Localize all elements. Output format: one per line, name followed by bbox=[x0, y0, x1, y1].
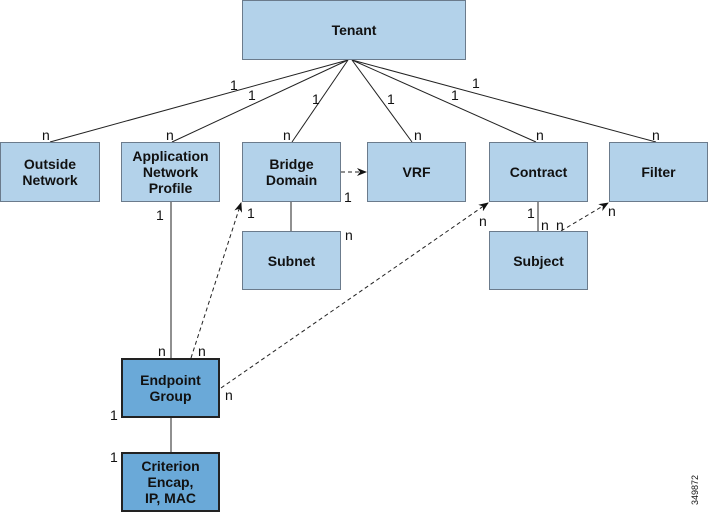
subnet-node: Subnet bbox=[242, 231, 341, 290]
criterion-node: Criterion Encap, IP, MAC bbox=[121, 452, 220, 512]
cardinality-label: n bbox=[158, 343, 166, 359]
cardinality-label: n bbox=[541, 217, 549, 233]
subject-node: Subject bbox=[489, 231, 588, 290]
cardinality-label: 1 bbox=[472, 75, 480, 91]
cardinality-label: n bbox=[198, 343, 206, 359]
cardinality-label: 1 bbox=[247, 205, 255, 221]
outside-network-node: Outside Network bbox=[0, 142, 100, 202]
cardinality-label: n bbox=[414, 127, 422, 143]
cardinality-label: n bbox=[283, 127, 291, 143]
filter-node: Filter bbox=[609, 142, 708, 202]
cardinality-label: 1 bbox=[312, 91, 320, 107]
cardinality-label: 1 bbox=[387, 91, 395, 107]
tenant-node: Tenant bbox=[242, 0, 466, 60]
cardinality-label: n bbox=[479, 213, 487, 229]
dashed-epg-contract bbox=[220, 202, 489, 389]
cardinality-label: n bbox=[608, 203, 616, 219]
line-tenant-filter bbox=[351, 59, 657, 143]
cardinality-label: 1 bbox=[230, 77, 238, 93]
cardinality-label: 1 bbox=[527, 205, 535, 221]
cardinality-label: n bbox=[345, 227, 353, 243]
cardinality-label: n bbox=[652, 127, 660, 143]
cardinality-label: 1 bbox=[344, 189, 352, 205]
cardinality-label: n bbox=[42, 127, 50, 143]
endpoint-group-node: Endpoint Group bbox=[121, 358, 220, 418]
cardinality-label: n bbox=[225, 387, 233, 403]
dashed-epg-bd bbox=[190, 202, 243, 359]
cardinality-label: n bbox=[556, 217, 564, 233]
figure-id: 349872 bbox=[690, 474, 700, 505]
cardinality-label: 1 bbox=[110, 407, 118, 423]
bridge-domain-node: Bridge Domain bbox=[242, 142, 341, 202]
cardinality-label: n bbox=[536, 127, 544, 143]
line-tenant-vrf bbox=[351, 59, 413, 143]
cardinality-label: 1 bbox=[248, 87, 256, 103]
line-tenant-contract bbox=[351, 59, 537, 143]
vrf-node: VRF bbox=[367, 142, 466, 202]
cardinality-label: n bbox=[166, 127, 174, 143]
line-tenant-app bbox=[171, 59, 349, 143]
application-network-profile-node: Application Network Profile bbox=[121, 142, 220, 202]
contract-node: Contract bbox=[489, 142, 588, 202]
line-tenant-bd bbox=[291, 59, 349, 143]
line-tenant-outside bbox=[49, 59, 349, 143]
cardinality-label: 1 bbox=[110, 449, 118, 465]
cardinality-label: 1 bbox=[451, 87, 459, 103]
cardinality-label: 1 bbox=[156, 207, 164, 223]
dashed-subject-filter bbox=[560, 202, 609, 232]
